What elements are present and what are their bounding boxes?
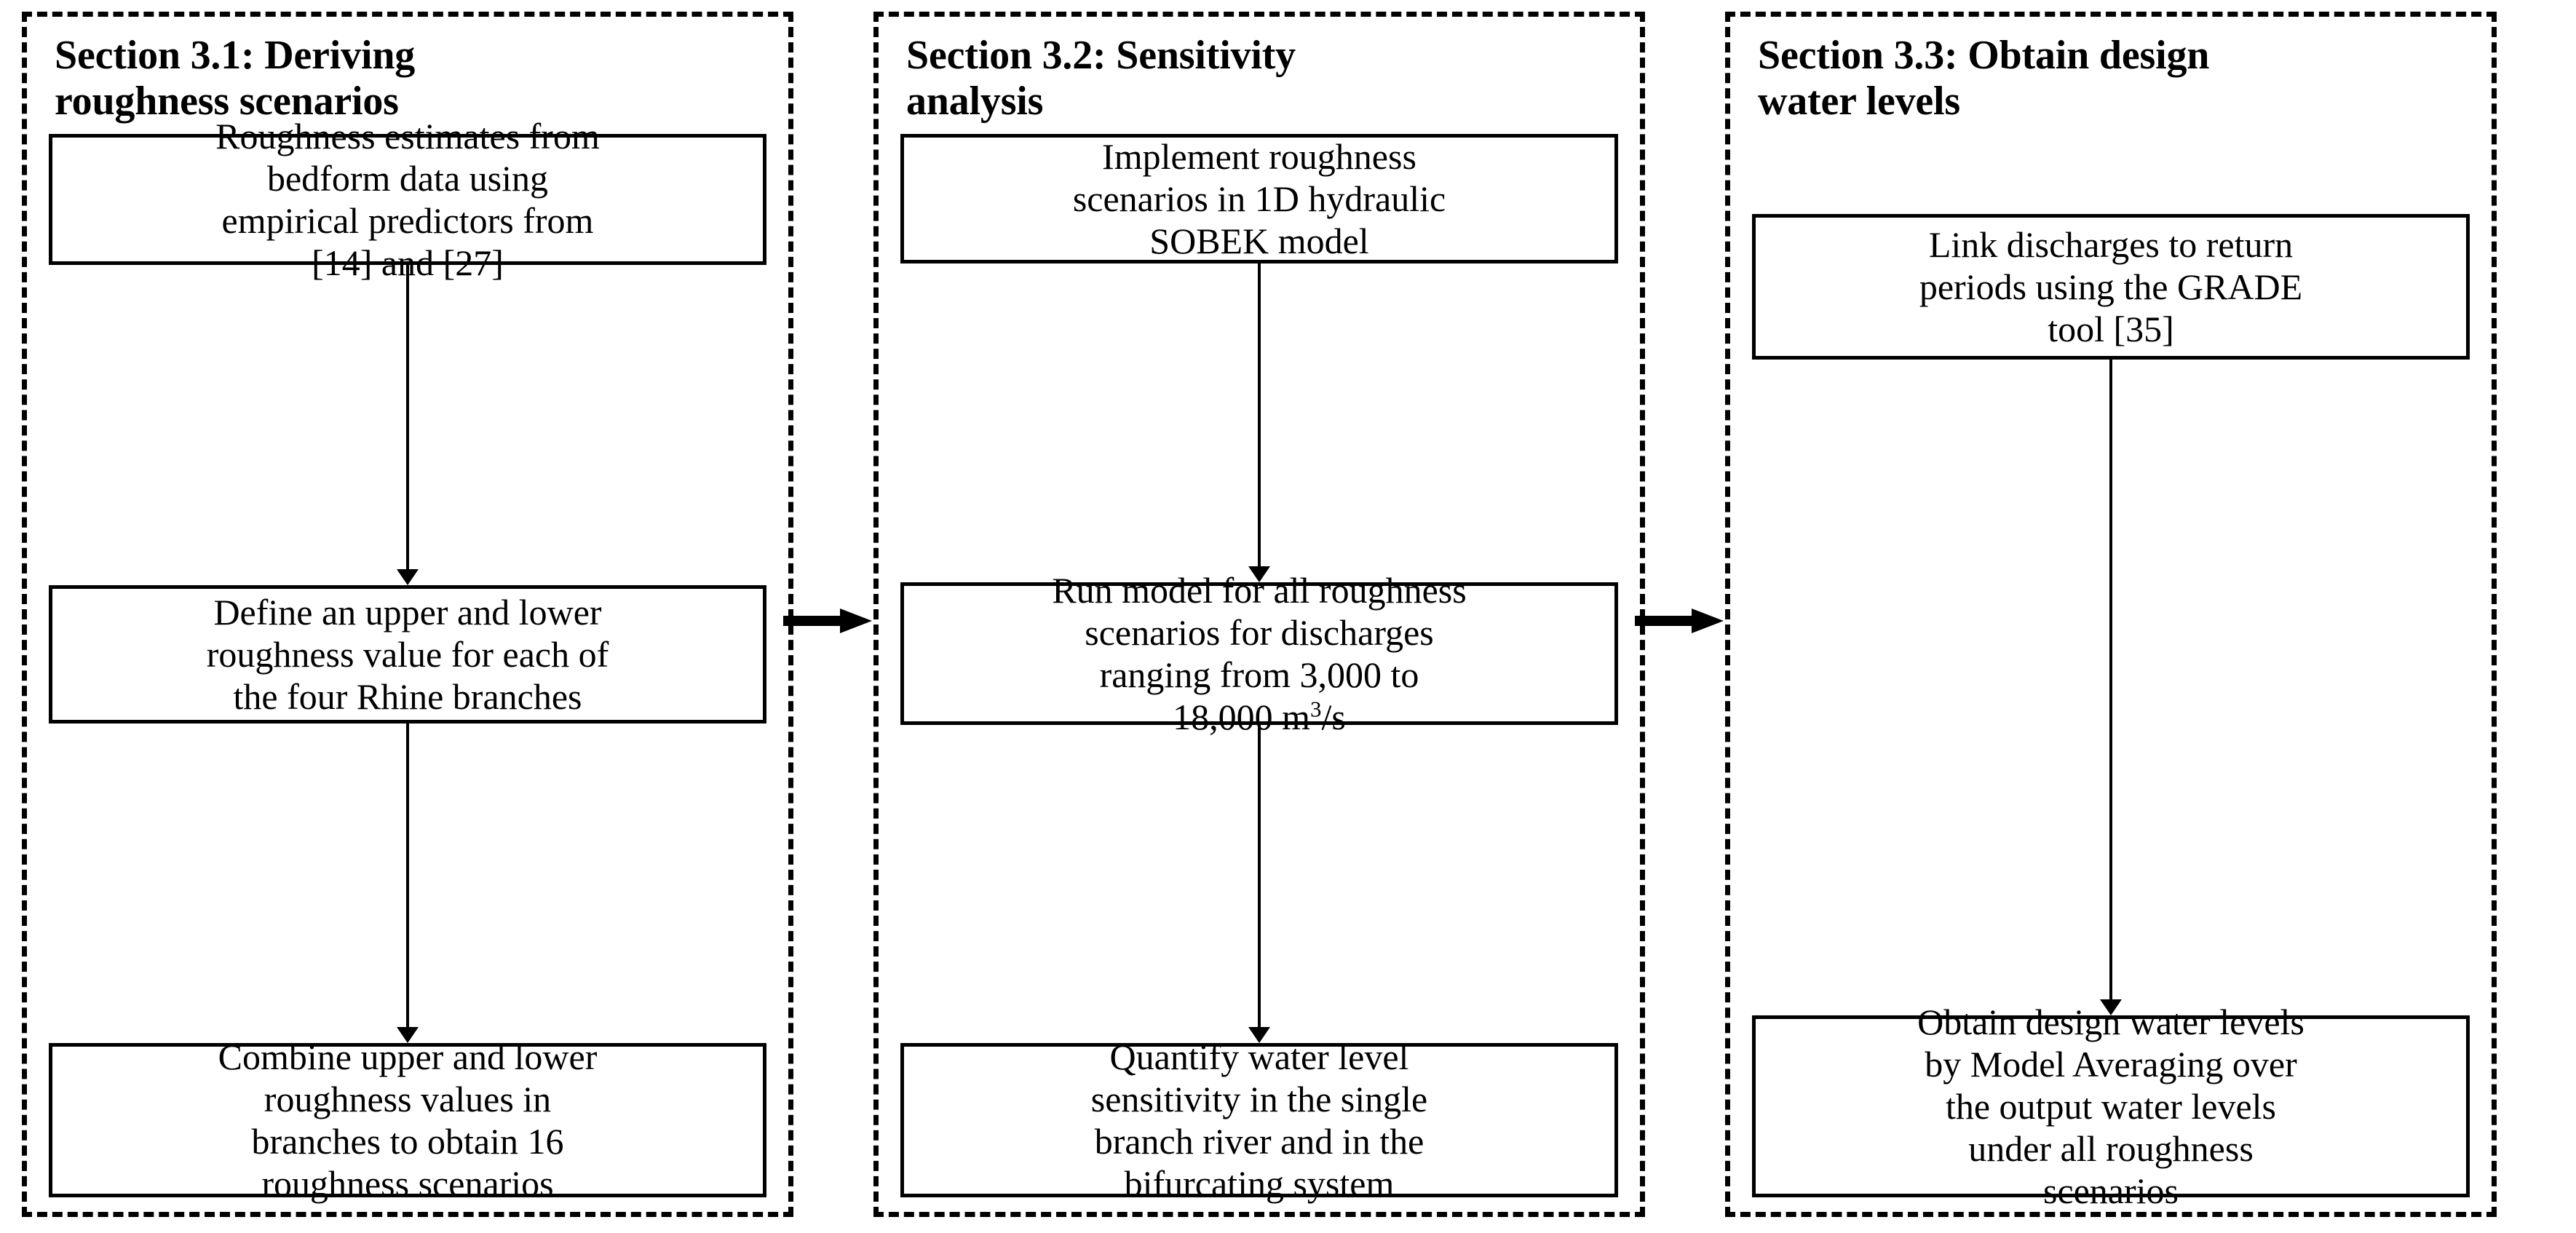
- arrow-shaft: [406, 265, 409, 575]
- section-panel-3-1: Section 3.1: Deriving roughness scenario…: [22, 12, 793, 1217]
- process-box-text: Define an upper and lower roughness valu…: [206, 591, 609, 717]
- process-box-quantify-sensitivity: Quantify water level sensitivity in the …: [900, 1036, 1618, 1204]
- process-box-text: Obtain design water levels by Model Aver…: [1917, 1002, 2304, 1211]
- arrow-down-p2-1-2: [1245, 263, 1274, 582]
- process-box-text-main: Run model for all roughness scenarios fo…: [1052, 569, 1467, 737]
- section-3-1-steps: Roughness estimates from bedform data us…: [49, 116, 766, 1204]
- section-heading-3-2: Section 3.2: Sensitivity analysis: [906, 33, 1296, 124]
- arrow-shaft: [783, 616, 843, 626]
- process-box-text: Implement roughness scenarios in 1D hydr…: [1072, 136, 1446, 262]
- arrow-shaft: [406, 723, 409, 1033]
- arrow-head-icon: [1248, 566, 1270, 582]
- section-panel-3-2: Section 3.2: Sensitivity analysis Implem…: [873, 12, 1645, 1217]
- arrow-right-section-3-1-to-3-2: [783, 608, 872, 633]
- section-heading-3-1: Section 3.1: Deriving roughness scenario…: [55, 33, 416, 124]
- process-box-text: Run model for all roughness scenarios fo…: [1052, 569, 1466, 738]
- process-box-text: Combine upper and lower roughness values…: [218, 1036, 598, 1204]
- arrow-down-p1-2-3: [393, 723, 422, 1043]
- process-box-run-model-discharges: Run model for all roughness scenarios fo…: [900, 570, 1618, 737]
- process-box-define-upper-lower: Define an upper and lower roughness valu…: [49, 584, 766, 723]
- arrow-head-icon: [840, 608, 872, 633]
- arrow-down-p3-1-2: [2096, 360, 2125, 1015]
- arrow-shaft: [1258, 724, 1261, 1033]
- arrow-shaft: [1635, 616, 1695, 626]
- process-box-text-superscript: 3: [1310, 696, 1322, 722]
- process-box-combine-scenarios: Combine upper and lower roughness values…: [49, 1036, 766, 1204]
- process-box-roughness-estimates: Roughness estimates from bedform data us…: [49, 116, 766, 283]
- process-box-text: Roughness estimates from bedform data us…: [215, 116, 600, 284]
- arrow-right-section-3-2-to-3-3: [1635, 608, 1724, 633]
- arrow-head-icon: [397, 1027, 419, 1043]
- process-box-obtain-design-levels: Obtain design water levels by Model Aver…: [1752, 1002, 2470, 1211]
- arrow-head-icon: [397, 568, 419, 585]
- process-box-text: Quantify water level sensitivity in the …: [1090, 1036, 1428, 1204]
- arrow-down-p2-2-3: [1245, 724, 1274, 1043]
- section-3-3-steps: Link discharges to return periods using …: [1752, 134, 2470, 1211]
- arrow-head-icon: [2100, 999, 2122, 1015]
- section-panel-3-3: Section 3.3: Obtain design water levels …: [1725, 12, 2497, 1217]
- section-3-2-steps: Implement roughness scenarios in 1D hydr…: [900, 134, 1618, 1204]
- arrow-head-icon: [1692, 608, 1724, 633]
- arrow-shaft: [1258, 263, 1261, 572]
- process-box-text: Link discharges to return periods using …: [1919, 224, 2303, 350]
- section-heading-3-3: Section 3.3: Obtain design water levels: [1758, 33, 2210, 124]
- arrow-head-icon: [1248, 1027, 1270, 1043]
- process-box-link-discharges-grade: Link discharges to return periods using …: [1752, 214, 2470, 360]
- process-box-implement-sobek: Implement roughness scenarios in 1D hydr…: [900, 134, 1618, 264]
- process-box-text-tail: /s: [1321, 696, 1346, 737]
- arrow-shaft: [2109, 360, 2112, 1005]
- arrow-down-p1-1-2: [393, 265, 422, 585]
